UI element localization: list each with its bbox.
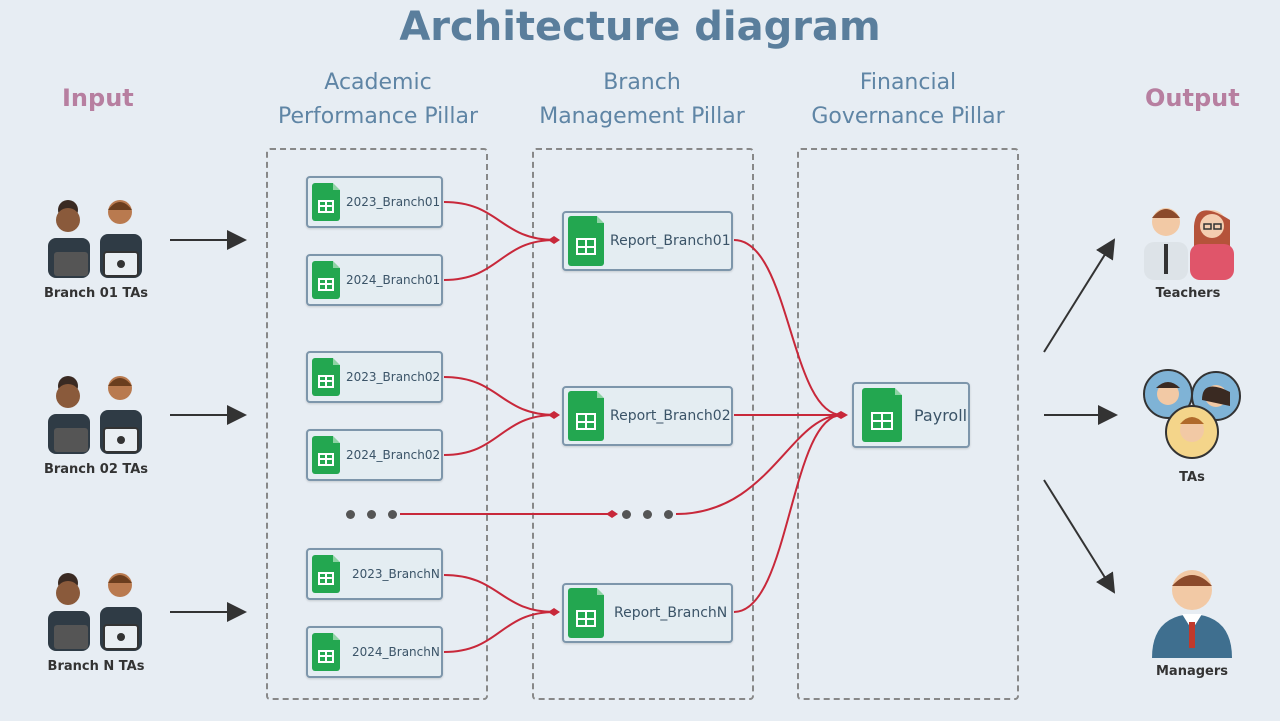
diamond-b02 (548, 411, 560, 419)
input-group-label: Branch 02 TAs (43, 462, 149, 477)
report-card[interactable]: Report_BranchN (562, 583, 733, 643)
output-group-label: TAs (1179, 470, 1205, 485)
ellipsis-right (622, 510, 673, 519)
file-card[interactable]: 2023_BranchN (306, 548, 443, 600)
file-name: 2024_Branch02 (346, 448, 441, 462)
pillar-title-line1: Branch (603, 70, 681, 95)
payroll-name: Payroll (914, 405, 968, 425)
file-card[interactable]: 2023_Branch01 (306, 176, 443, 228)
file-card[interactable]: 2024_BranchN (306, 626, 443, 678)
pillar-title-academic: Academic Performance Pillar (258, 66, 498, 134)
report-card[interactable]: Report_Branch01 (562, 211, 733, 271)
spreadsheet-icon (312, 633, 340, 671)
connector-2024-bN (443, 611, 556, 653)
ellipsis-left (346, 510, 397, 519)
dot (622, 510, 631, 519)
input-group-branch01: Branch 01 TAs (40, 190, 152, 301)
connector-rbN-payroll (733, 414, 843, 613)
file-name: 2024_Branch01 (346, 273, 441, 287)
pillar-title-line2: Performance Pillar (277, 104, 479, 129)
spreadsheet-icon (312, 183, 340, 221)
connector-ellipsis-payroll (675, 414, 843, 515)
output-arrow-managers (1043, 479, 1116, 594)
dot (367, 510, 376, 519)
file-card[interactable]: 2023_Branch02 (306, 351, 443, 403)
spreadsheet-icon (312, 358, 340, 396)
diagram-title: Architecture diagram (399, 4, 881, 50)
report-name: Report_BranchN (614, 605, 728, 621)
output-group-label: Managers (1155, 664, 1228, 679)
teachers-icon (1144, 208, 1234, 280)
dot (643, 510, 652, 519)
output-arrow-teachers (1043, 238, 1116, 353)
spreadsheet-icon (568, 216, 604, 266)
diamond-payroll (834, 411, 848, 419)
spreadsheet-icon (568, 588, 604, 638)
input-heading: Input (62, 84, 134, 112)
pillar-box-financial (797, 148, 1019, 700)
report-name: Report_Branch01 (610, 233, 731, 249)
output-heading: Output (1145, 84, 1240, 112)
output-group-label: Teachers (1155, 286, 1221, 301)
pillar-box-academic (266, 148, 488, 700)
input-group-branch02: Branch 02 TAs (40, 366, 152, 477)
spreadsheet-icon (312, 555, 340, 593)
connector-2023-b02 (443, 376, 556, 416)
diamond-b01 (548, 236, 560, 244)
report-card[interactable]: Report_Branch02 (562, 386, 733, 446)
input-group-label: Branch N TAs (47, 659, 145, 674)
ta-pair-icon (48, 376, 142, 454)
dot (388, 510, 397, 519)
file-name: 2024_BranchN (352, 645, 440, 659)
dot (346, 510, 355, 519)
pillar-box-branch (532, 148, 754, 700)
output-group-tas: TAs (1136, 366, 1248, 485)
pillar-title-line1: Financial (859, 70, 957, 95)
pillar-title-line2: Governance Pillar (811, 104, 1005, 129)
connector-2023-b01 (443, 201, 556, 241)
payroll-card[interactable]: Payroll (852, 382, 970, 448)
manager-icon (1152, 570, 1232, 658)
connector-2023-bN (443, 574, 556, 613)
input-group-branchN: Branch N TAs (40, 563, 152, 674)
connector-2024-b02 (443, 414, 556, 456)
file-name: 2023_Branch02 (346, 370, 441, 384)
spreadsheet-icon (312, 436, 340, 474)
spreadsheet-icon (568, 391, 604, 441)
output-group-teachers: Teachers (1132, 196, 1244, 301)
input-group-label: Branch 01 TAs (43, 286, 149, 301)
tas-icon (1143, 369, 1241, 459)
pillar-title-line2: Management Pillar (539, 104, 745, 129)
file-card[interactable]: 2024_Branch02 (306, 429, 443, 481)
connector-rb01-payroll (733, 239, 843, 416)
pillar-title-branch: Branch Management Pillar (522, 66, 762, 134)
ta-pair-icon (48, 200, 142, 278)
diamond-ellipsis (606, 510, 618, 518)
pillar-title-financial: Financial Governance Pillar (788, 66, 1028, 134)
spreadsheet-icon (312, 261, 340, 299)
ta-pair-icon (48, 573, 142, 651)
diamond-bN (548, 608, 560, 616)
dot (664, 510, 673, 519)
output-group-managers: Managers (1138, 560, 1246, 679)
file-name: 2023_Branch01 (346, 195, 441, 209)
file-card[interactable]: 2024_Branch01 (306, 254, 443, 306)
report-name: Report_Branch02 (610, 408, 731, 424)
pillar-title-line1: Academic (324, 70, 432, 95)
connector-2024-b01 (443, 239, 556, 281)
file-name: 2023_BranchN (352, 567, 440, 581)
spreadsheet-icon (862, 388, 902, 442)
